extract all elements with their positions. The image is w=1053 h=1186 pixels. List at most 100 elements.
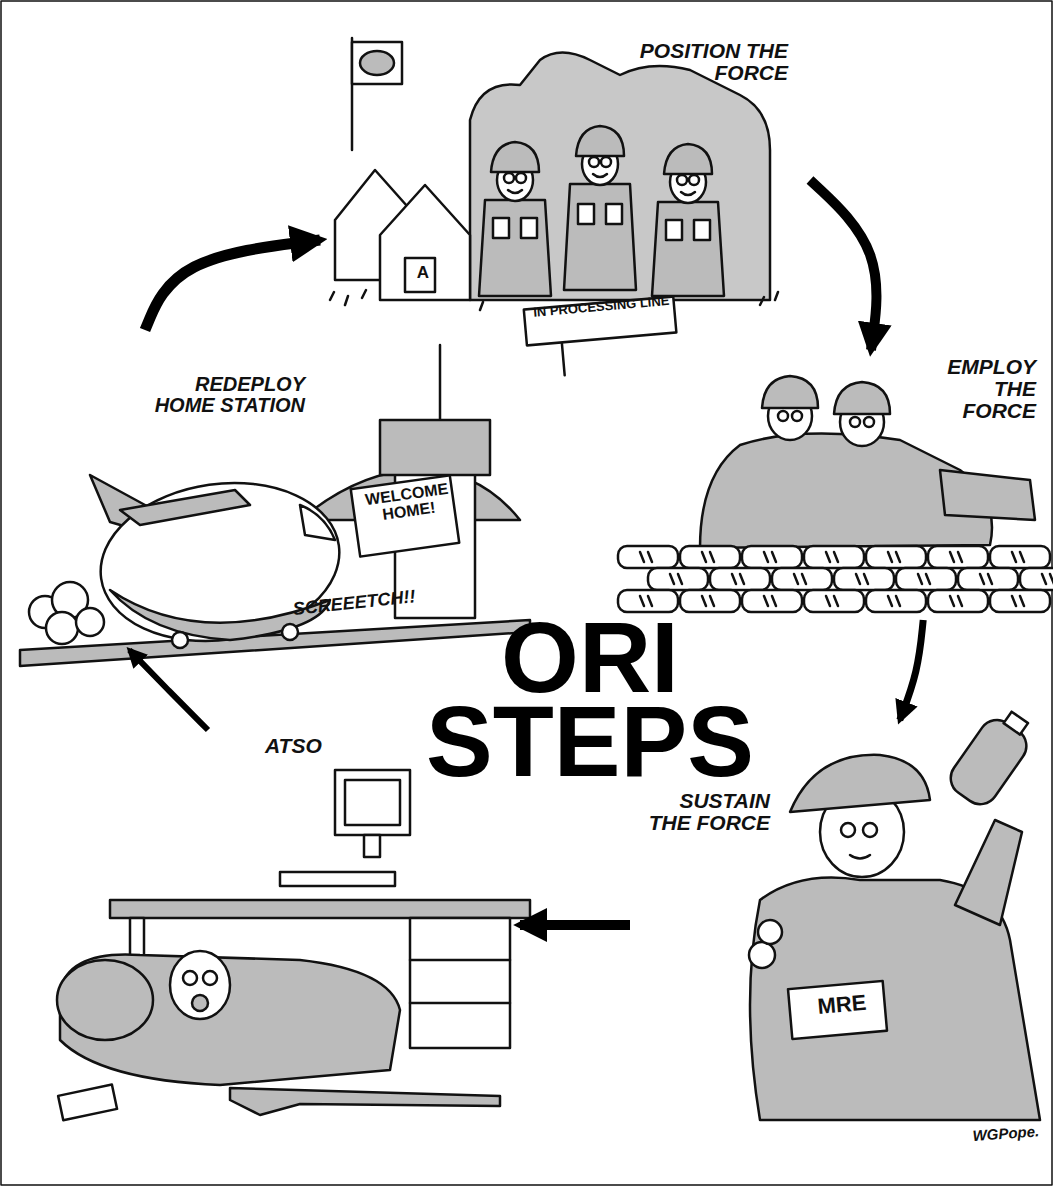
camp-scene	[689, 175, 699, 185]
mouth	[850, 855, 870, 859]
mask-lens	[183, 971, 197, 985]
bunker-scene	[958, 568, 1018, 590]
camp-scene	[677, 175, 687, 185]
bunker-scene	[928, 590, 988, 612]
bunker-scene	[702, 552, 714, 562]
camp-scene	[521, 218, 537, 238]
bunker-scene	[764, 596, 776, 606]
camp-scene	[694, 220, 710, 240]
bunker-scene	[834, 382, 890, 414]
bunker-scene	[640, 552, 652, 562]
bunker-scene	[990, 590, 1050, 612]
camp-scene	[504, 173, 514, 183]
bunker-scene	[618, 546, 678, 568]
eye	[841, 823, 855, 837]
step-panel: POSITION THE FORCE	[320, 30, 810, 330]
bunker-scene	[888, 552, 900, 562]
bunker-scene	[640, 596, 652, 606]
bunker-scene	[710, 568, 770, 590]
banner	[351, 475, 459, 556]
camp-scene	[681, 192, 695, 195]
cycle-arrow	[810, 180, 876, 350]
camp-scene	[664, 144, 712, 174]
step-panel: REDEPLOY HOME STATION	[15, 330, 535, 650]
tower-cab	[380, 420, 490, 475]
wheel	[172, 632, 188, 648]
bunker-scene	[928, 546, 988, 568]
meal-scene	[1004, 712, 1028, 735]
flag	[352, 38, 402, 150]
bunker-scene	[732, 574, 744, 584]
bunker-scene	[928, 546, 988, 568]
camp-scene	[564, 184, 636, 290]
bunker-scene	[1012, 596, 1024, 606]
bunker-scene	[804, 590, 864, 612]
bunker-scene	[990, 546, 1050, 568]
camp-scene	[601, 157, 611, 167]
bunker-scene	[866, 590, 926, 612]
bunker-scene	[928, 590, 988, 612]
desk-top	[110, 900, 530, 918]
cycle-arrow	[520, 920, 630, 930]
bunker-scene	[804, 590, 864, 612]
cockpit	[300, 505, 335, 540]
airfield-scene	[20, 345, 530, 666]
bunker-scene	[772, 568, 832, 590]
bunker-scene	[866, 546, 926, 568]
step-panel: ATSO	[40, 730, 520, 1120]
cycle-arrow	[129, 650, 208, 730]
bunker-scene	[826, 552, 838, 562]
wing	[120, 490, 250, 525]
camp-scene	[352, 42, 402, 84]
bunker-scene	[804, 546, 864, 568]
ration-pack	[788, 981, 887, 1039]
bunker-scene	[856, 574, 868, 584]
tent-row	[470, 53, 770, 301]
bunker-scene	[670, 574, 682, 584]
bunker-scene	[772, 568, 832, 590]
mask-filter	[192, 995, 208, 1011]
helmet	[790, 755, 930, 812]
bunker-scene	[618, 546, 678, 568]
antenna	[439, 345, 442, 420]
bunker-scene	[1012, 552, 1024, 562]
step-panel: EMPLOY THE FORCE	[610, 350, 1045, 620]
shelter-scene	[57, 770, 530, 1120]
meal-scene	[749, 703, 1040, 1120]
bunker-scene	[866, 590, 926, 612]
bunker-scene	[1042, 574, 1053, 584]
notebook	[58, 1084, 117, 1120]
bunker-scene	[896, 568, 956, 590]
bunker-scene	[888, 596, 900, 606]
step-label: POSITION THE FORCE	[590, 40, 788, 84]
bunker-scene	[742, 590, 802, 612]
bunker-scene	[834, 568, 894, 590]
camp-scene	[666, 220, 682, 240]
bunker-scene	[742, 546, 802, 568]
bunker-scene	[618, 590, 678, 612]
bunker-scene	[680, 590, 740, 612]
tent-door	[405, 258, 435, 292]
screen	[345, 780, 400, 825]
bunker-scene	[648, 568, 708, 590]
drawer-lines	[410, 960, 510, 1003]
scene-label: WGPope.	[972, 1123, 1049, 1144]
camp-scene	[516, 173, 526, 183]
plane-body	[90, 468, 349, 656]
bunker-scene	[804, 546, 864, 568]
helmet	[57, 960, 153, 1040]
diagram-title: ORI STEPS	[400, 615, 780, 783]
camp-scene	[479, 200, 551, 296]
bunker-scene	[864, 417, 874, 427]
bunker-scene	[990, 590, 1050, 612]
raised-arm	[955, 820, 1022, 925]
keyboard	[280, 872, 395, 886]
camp-scene	[491, 142, 539, 172]
bunker-scene	[950, 552, 962, 562]
camp-scene	[593, 174, 607, 177]
bunker-scene	[702, 596, 714, 606]
scene-label: A	[413, 264, 433, 282]
bunker-scene	[1020, 568, 1053, 590]
